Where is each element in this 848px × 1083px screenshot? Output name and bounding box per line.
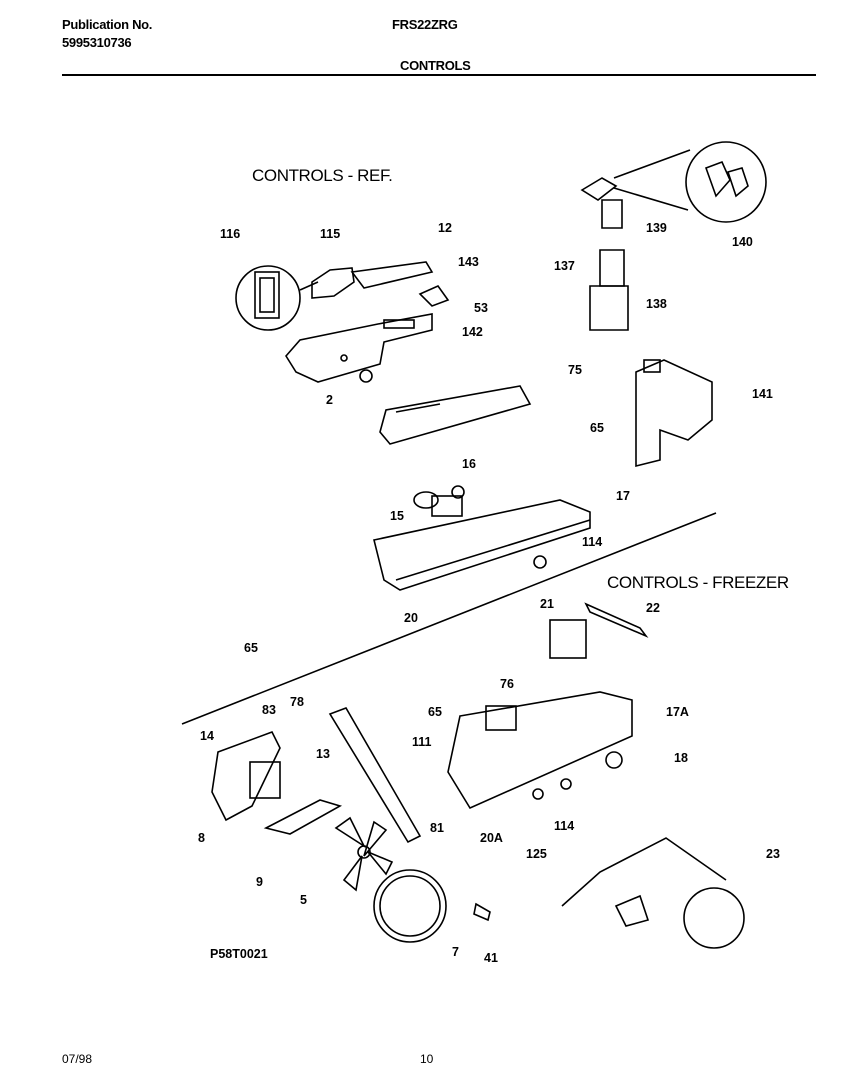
callout: 16 (462, 457, 476, 471)
callout: 21 (540, 597, 554, 611)
callout: 81 (430, 821, 444, 835)
callout: 141 (752, 387, 773, 401)
bracket-part-76 (485, 705, 517, 731)
callout: 5 (300, 893, 307, 907)
callout: 116 (220, 227, 240, 241)
ref-section-heading: CONTROLS - REF. (252, 166, 393, 185)
callout: 140 (732, 235, 753, 249)
socket-part-139 (601, 199, 623, 229)
connector-detail-circle (685, 141, 767, 223)
callout: 142 (462, 325, 483, 339)
valve-part-141 (635, 359, 713, 468)
housing-part-17A (447, 691, 633, 810)
thermistor-part-23 (614, 894, 650, 927)
wire-part-111 (328, 707, 422, 844)
bracket-part-115 (311, 267, 355, 299)
callout: 111 (412, 735, 432, 749)
clip-part-143 (418, 285, 450, 307)
bulb-part-138 (589, 285, 629, 331)
freezer-section-heading: CONTROLS - FREEZER (607, 573, 789, 592)
header-rule (62, 74, 816, 76)
callout: 83 (262, 703, 276, 717)
footer-date: 07/98 (62, 1052, 93, 1066)
bulb-part-15 (413, 491, 439, 509)
shroud-part-7 (373, 869, 447, 943)
callout: 17A (666, 705, 689, 719)
gasket-part (254, 271, 280, 319)
callout: 8 (198, 831, 205, 845)
callout: 137 (554, 259, 575, 273)
page-number: 10 (420, 1052, 434, 1066)
callout: 125 (526, 847, 547, 861)
callout: 15 (390, 509, 404, 523)
bracket-part-9 (263, 799, 343, 835)
knob-part-2 (359, 369, 373, 383)
callout-labels: 116 115 12 143 53 142 2 75 65 139 140 13… (198, 221, 780, 965)
publication-label: Publication No. (62, 17, 153, 32)
callout: 20A (480, 831, 503, 845)
callout: 114 (582, 535, 602, 549)
plate-part-75 (379, 385, 532, 445)
stem-part-137 (599, 249, 625, 287)
callout: 78 (290, 695, 304, 709)
housing-part-17 (373, 499, 591, 591)
cover-part-53 (285, 313, 433, 383)
callout: 65 (428, 705, 442, 719)
callout: 2 (326, 393, 333, 407)
callout: 53 (474, 301, 488, 315)
knob-part-114b (560, 778, 572, 790)
callout: 65 (244, 641, 258, 655)
callout: 143 (458, 255, 479, 269)
callout: 18 (674, 751, 688, 765)
callout: 65 (590, 421, 604, 435)
bracket-part-12 (350, 261, 434, 289)
callout: 12 (438, 221, 452, 235)
callout: 9 (256, 875, 263, 889)
switch-part-16 (451, 485, 465, 499)
callout: 41 (484, 951, 498, 965)
knob-part-114 (533, 555, 547, 569)
callout: 115 (320, 227, 340, 241)
thermistor-detail-circle (683, 887, 745, 949)
section-title: CONTROLS (400, 58, 471, 73)
knob-part-125 (532, 788, 544, 800)
motor-part-13 (249, 761, 281, 799)
fan-blade-part-5 (334, 816, 394, 892)
screw-part-41 (473, 902, 491, 922)
capillary-part-22 (584, 602, 649, 638)
callout: 139 (646, 221, 667, 235)
callout: 7 (452, 945, 459, 959)
callout: 23 (766, 847, 780, 861)
callout: 76 (500, 677, 514, 691)
callout: 138 (646, 297, 667, 311)
callout: 75 (568, 363, 582, 377)
callout: 20 (404, 611, 418, 625)
section-divider (181, 512, 717, 725)
callout: 13 (316, 747, 330, 761)
knob-part-18 (605, 751, 623, 769)
model-number: FRS22ZRG (392, 17, 458, 32)
diagram-code: P58T0021 (210, 947, 268, 961)
thermostat-part-21 (549, 619, 587, 659)
gasket-detail-circle (235, 265, 301, 331)
publication-number: 5995310736 (62, 35, 132, 50)
bracket-part-14 (211, 731, 281, 822)
callout: 17 (616, 489, 630, 503)
callout: 114 (554, 819, 574, 833)
callout: 14 (200, 729, 214, 743)
callout: 22 (646, 601, 660, 615)
